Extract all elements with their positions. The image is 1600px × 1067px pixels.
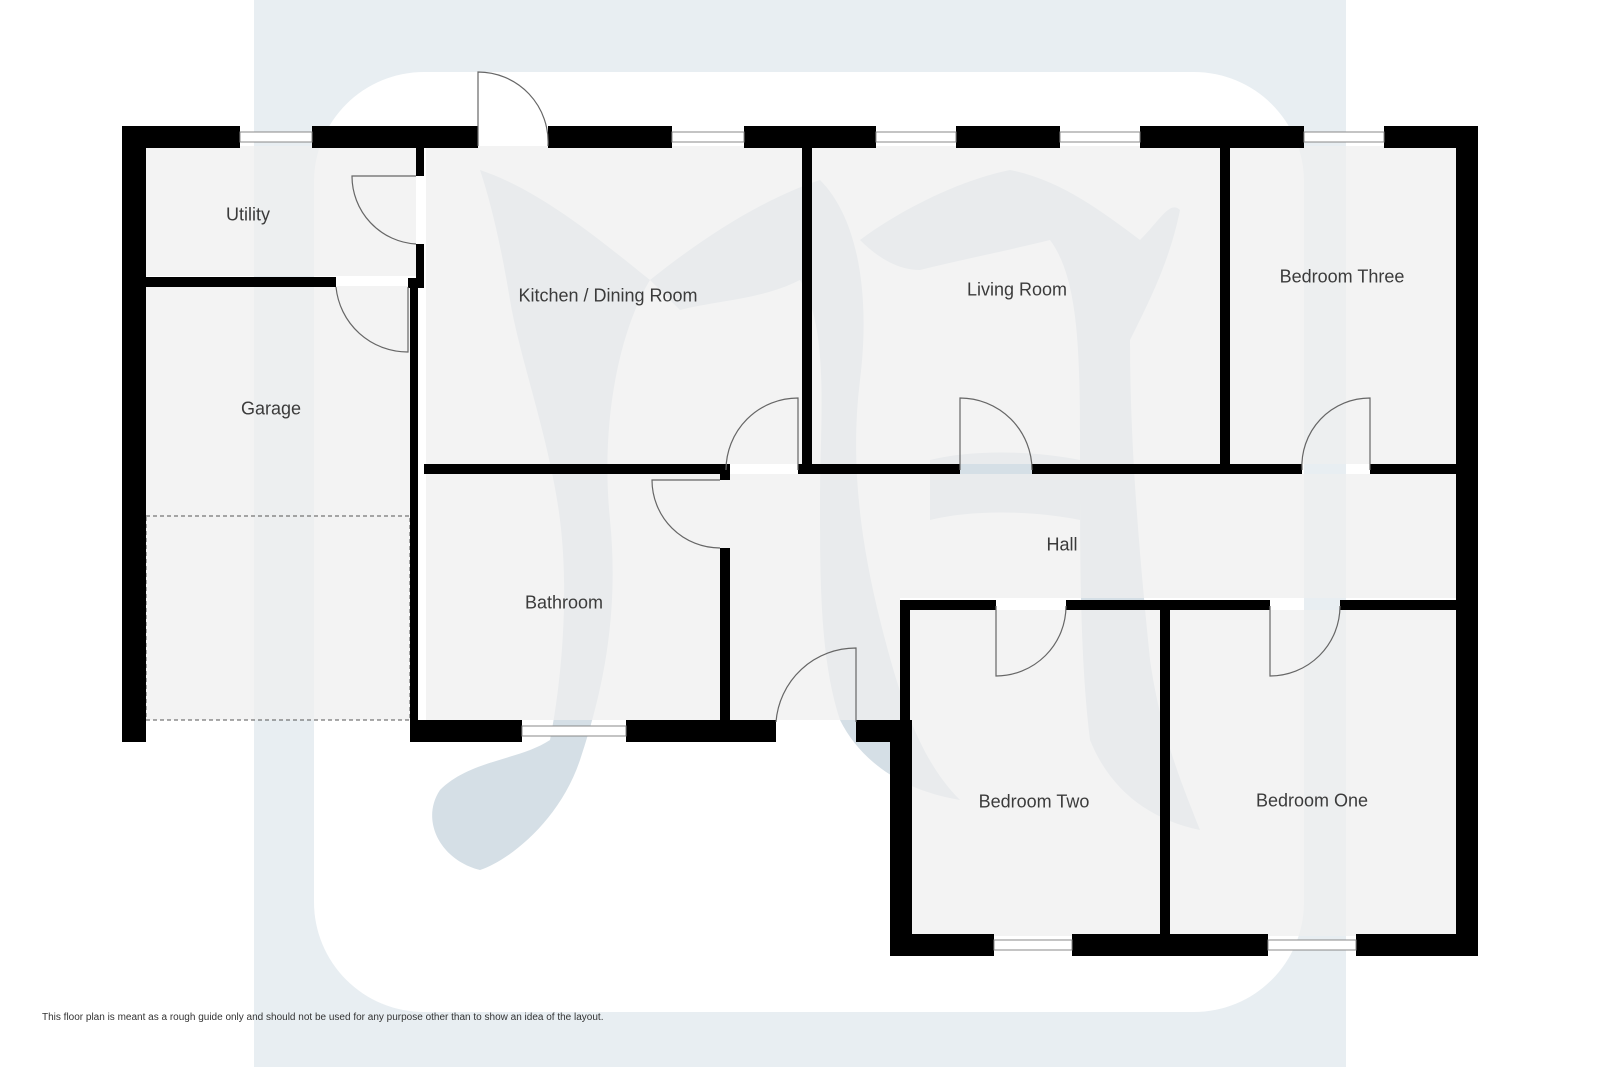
door-hall-bathroom — [651, 479, 721, 549]
room-label-kitchen-dining: Kitchen / Dining Room — [518, 285, 698, 306]
window-utility — [239, 131, 313, 143]
room-label-garage: Garage — [240, 398, 302, 419]
door-hall-living — [959, 397, 1033, 471]
room-label-utility: Utility — [226, 204, 270, 225]
door-hall-bedroom-three — [1301, 397, 1371, 471]
room-label-hall: Hall — [1046, 534, 1078, 555]
windows — [239, 131, 1385, 951]
doors — [335, 71, 1371, 723]
window-kitchen — [671, 131, 745, 143]
room-label-bedroom-two: Bedroom Two — [978, 791, 1090, 812]
door-hall-bedroom-one — [1269, 605, 1341, 677]
room-label-bathroom: Bathroom — [524, 592, 604, 613]
door-hall-kitchen — [725, 397, 799, 471]
door-utility-garage — [335, 286, 409, 353]
door-front-kitchen — [477, 71, 549, 147]
disclaimer-text: This floor plan is meant as a rough guid… — [42, 1012, 604, 1023]
window-living-right — [1059, 131, 1141, 143]
door-utility-kitchen — [351, 175, 417, 245]
window-bathroom — [521, 725, 627, 737]
walls — [122, 126, 1478, 956]
window-bedroom-three — [1303, 131, 1385, 143]
room-floors — [144, 146, 1458, 936]
window-bedroom-one — [1267, 939, 1357, 951]
room-label-bedroom-three: Bedroom Three — [1279, 266, 1405, 287]
window-living-left — [875, 131, 957, 143]
room-label-bedroom-one: Bedroom One — [1255, 790, 1369, 811]
room-label-living-room: Living Room — [966, 279, 1068, 300]
door-front-hall — [775, 647, 857, 723]
door-hall-bedroom-two — [995, 605, 1067, 677]
window-bedroom-two — [993, 939, 1073, 951]
